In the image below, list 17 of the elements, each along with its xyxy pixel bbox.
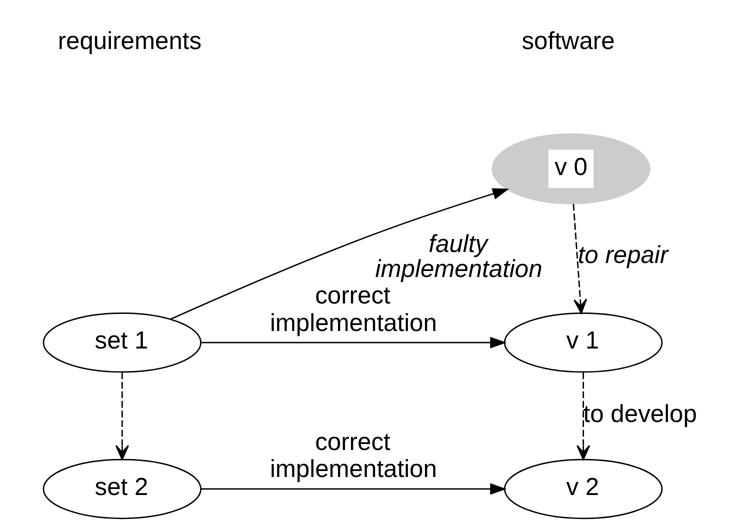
edge-label: to repair [578,242,668,270]
arrow [200,336,507,348]
arrow [576,372,590,460]
edge-label: faulty implementation [375,231,542,283]
node-ellipse: set 1 [42,312,202,373]
arrow [115,372,129,460]
arrow [572,204,588,314]
node-ellipse: set 2 [42,458,202,520]
node-ellipse: v 2 [504,458,663,520]
label: software [522,28,615,56]
label: requirements [58,28,202,56]
edge-label: to develop [583,400,697,428]
edge-label: correct implementation [270,428,437,484]
edge-label: correct implementation [270,282,437,337]
arrow [170,188,510,320]
arrow [200,483,507,495]
node-ellipse: v 1 [504,312,663,373]
